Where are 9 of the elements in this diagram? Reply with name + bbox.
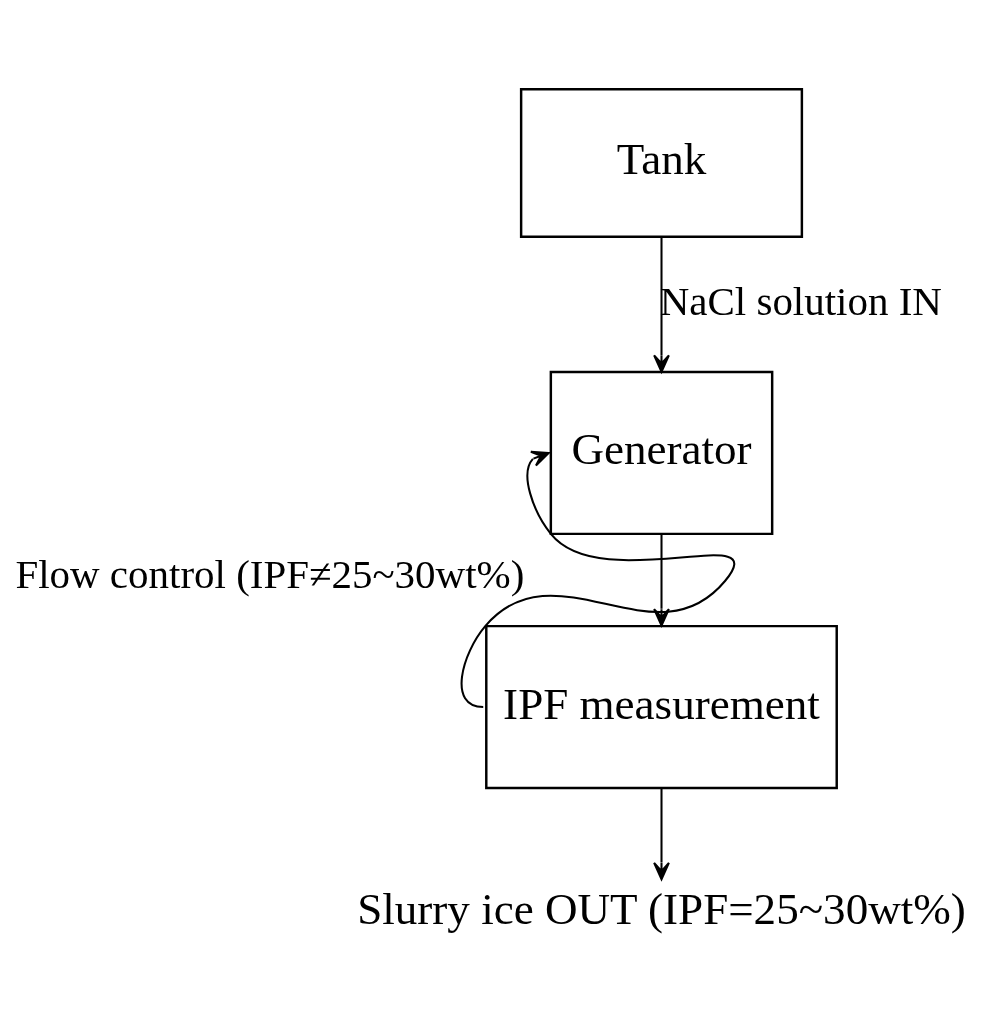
node-box: IPF measurement	[485, 624, 838, 789]
node-box: Generator	[549, 370, 774, 535]
arrow	[653, 787, 670, 880]
node-text: Slurry ice OUT (IPF=25~30wt%)	[357, 883, 966, 934]
edge-label: Flow control (IPF≠25~30wt%)	[15, 550, 525, 596]
edge-label: NaCl solution IN	[659, 277, 942, 324]
arrow	[460, 450, 735, 708]
node-box: Tank	[519, 87, 804, 238]
arrow	[653, 236, 670, 373]
